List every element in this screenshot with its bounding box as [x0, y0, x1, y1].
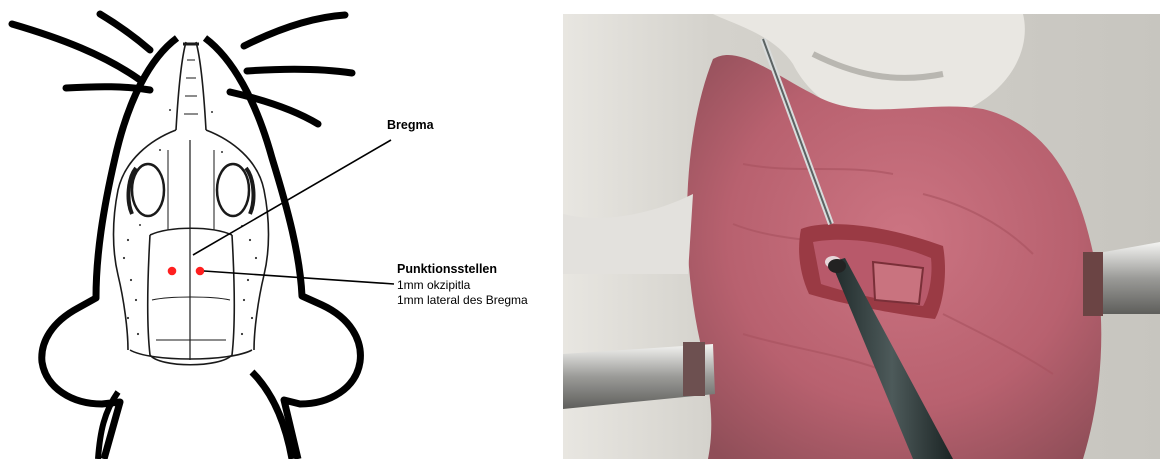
- puncture-line-2: 1mm lateral des Bregma: [397, 293, 528, 307]
- puncture-line-1: 1mm okzipitla: [397, 278, 470, 292]
- skull-diagram-panel: Bregma Punktionsstellen 1mm okzipitla 1m…: [0, 0, 560, 459]
- mouse-head-outline: [0, 0, 560, 459]
- head-outline-right: [205, 38, 360, 459]
- head-outline-left: [42, 38, 177, 459]
- puncture-site-right: [196, 267, 205, 276]
- surgical-scene: [563, 14, 1160, 459]
- puncture-site-left: [168, 267, 177, 276]
- puncture-title: Punktionsstellen: [397, 262, 497, 276]
- surgical-photo: [563, 14, 1160, 459]
- bregma-label: Bregma: [387, 118, 434, 132]
- whiskers: [12, 14, 352, 124]
